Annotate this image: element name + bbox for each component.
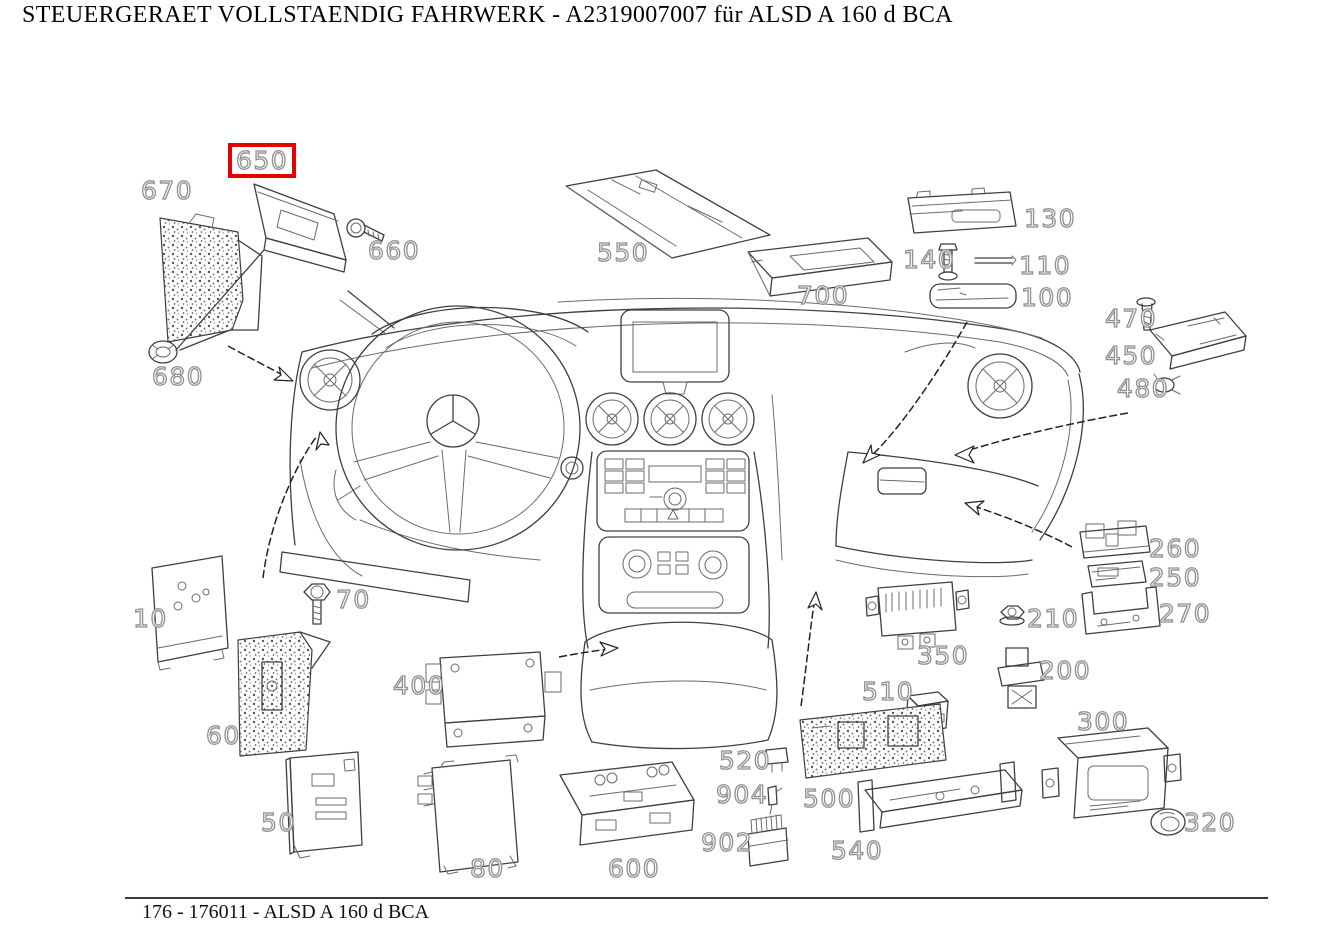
- part-callout-904[interactable]: 904: [715, 780, 769, 809]
- part-600-drawing: [559, 761, 695, 846]
- part-callout-140[interactable]: 140: [902, 245, 956, 274]
- footer-divider: [125, 897, 1268, 899]
- part-270-drawing: [1081, 586, 1161, 635]
- part-callout-10[interactable]: 10: [132, 604, 168, 633]
- part-callout-902[interactable]: 902: [700, 828, 754, 857]
- part-902-drawing: [747, 814, 789, 867]
- part-470-drawing: [1136, 297, 1156, 331]
- part-670-drawing: [159, 213, 263, 351]
- part-callout-300[interactable]: 300: [1076, 707, 1130, 736]
- part-callout-540[interactable]: 540: [830, 836, 884, 865]
- part-callout-350[interactable]: 350: [916, 641, 970, 670]
- part-callout-130[interactable]: 130: [1023, 204, 1077, 233]
- part-callout-600[interactable]: 600: [607, 854, 661, 883]
- pointer-arrows: [227, 321, 1129, 707]
- part-210-drawing: [999, 605, 1025, 626]
- part-904-drawing: [767, 785, 783, 815]
- part-callout-250[interactable]: 250: [1148, 563, 1202, 592]
- part-callout-50[interactable]: 50: [260, 808, 296, 837]
- part-callout-80[interactable]: 80: [469, 854, 505, 883]
- page-title: STEUERGERAET VOLLSTAENDIG FAHRWERK - A23…: [22, 2, 954, 28]
- part-680-drawing: [148, 340, 178, 364]
- part-140-drawing: [938, 243, 958, 281]
- part-540-drawing: [857, 761, 1023, 833]
- part-350-drawing: [865, 581, 970, 650]
- dashboard-cockpit-drawing: [279, 290, 1084, 750]
- part-650-drawing: [175, 183, 347, 351]
- part-callout-700[interactable]: 700: [796, 281, 850, 310]
- part-480-drawing: [1153, 373, 1181, 395]
- part-60-drawing: [237, 631, 331, 757]
- part-callout-200[interactable]: 200: [1038, 656, 1092, 685]
- part-550-drawing: [565, 169, 771, 259]
- part-callout-510[interactable]: 510: [861, 677, 915, 706]
- part-320-drawing: [1150, 808, 1186, 836]
- part-660-drawing: [346, 218, 385, 242]
- part-callout-670[interactable]: 670: [140, 176, 194, 205]
- part-callout-210[interactable]: 210: [1026, 604, 1080, 633]
- part-callout-100[interactable]: 100: [1020, 283, 1074, 312]
- part-callout-60[interactable]: 60: [205, 721, 241, 750]
- part-callout-70[interactable]: 70: [335, 585, 371, 614]
- part-callout-110[interactable]: 110: [1018, 251, 1072, 280]
- part-130-drawing: [907, 187, 1017, 234]
- part-callout-550[interactable]: 550: [596, 238, 650, 267]
- footer-reference: 176 - 176011 - ALSD A 160 d BCA: [142, 901, 430, 923]
- part-callout-500[interactable]: 500: [802, 784, 856, 813]
- part-400-drawing: [425, 651, 562, 748]
- part-10-drawing: [151, 555, 229, 671]
- part-110-drawing: [974, 255, 1017, 266]
- part-250-drawing: [1087, 560, 1147, 588]
- part-200-drawing: [997, 647, 1045, 709]
- part-100-drawing: [929, 283, 1017, 309]
- part-520-drawing: [765, 747, 789, 773]
- part-80-drawing: [417, 754, 519, 875]
- part-callout-260[interactable]: 260: [1148, 534, 1202, 563]
- part-50-drawing: [285, 751, 363, 859]
- part-callout-680[interactable]: 680: [151, 362, 205, 391]
- part-450-drawing: [1149, 311, 1247, 370]
- part-260-drawing: [1079, 520, 1151, 559]
- part-callout-470[interactable]: 470: [1104, 304, 1158, 333]
- part-callout-400[interactable]: 400: [392, 671, 446, 700]
- part-500-drawing: [799, 703, 947, 779]
- part-callout-650[interactable]: 650: [228, 143, 297, 178]
- part-300-drawing: [1041, 727, 1182, 819]
- part-callout-270[interactable]: 270: [1158, 599, 1212, 628]
- part-callout-480[interactable]: 480: [1116, 374, 1170, 403]
- part-callout-450[interactable]: 450: [1104, 341, 1158, 370]
- part-callout-320[interactable]: 320: [1183, 808, 1237, 837]
- part-700-drawing: [747, 237, 893, 297]
- part-callout-520[interactable]: 520: [718, 746, 772, 775]
- part-callout-660[interactable]: 660: [367, 236, 421, 265]
- part-70-drawing: [303, 583, 331, 625]
